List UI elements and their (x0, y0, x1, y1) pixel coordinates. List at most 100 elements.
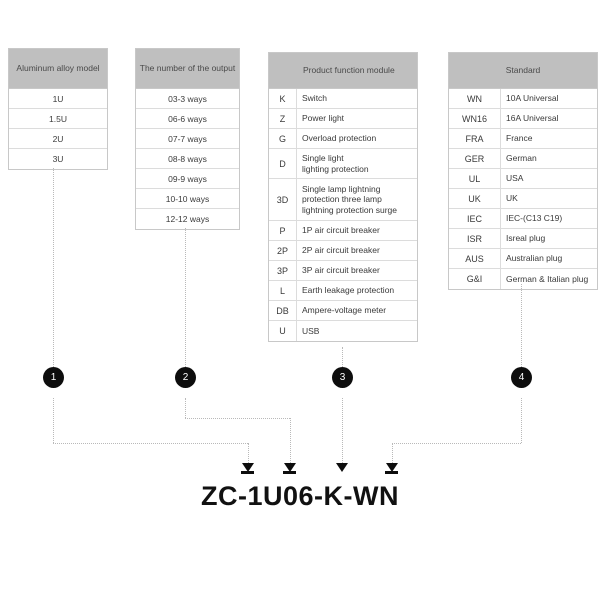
table-row[interactable]: 09-9 ways (136, 169, 239, 189)
cell-code: FRA (449, 129, 501, 148)
connector-1-drop (248, 443, 249, 463)
arrow-down-icon-4 (386, 463, 398, 472)
column-number-of-output: The number of the output 03-3 ways 06-6 … (135, 48, 240, 230)
cell-description: 10A Universal (506, 93, 559, 104)
step-marker-3[interactable]: 3 (332, 367, 353, 388)
cell-value: 07-7 ways (168, 133, 207, 144)
cell-description: German & Italian plug (506, 273, 589, 284)
cell-code: AUS (449, 249, 501, 268)
table-row[interactable]: 3D Single lamp lightning protection thre… (269, 179, 417, 221)
table-row[interactable]: 07-7 ways (136, 129, 239, 149)
cell-description: UK (506, 193, 518, 204)
connector-1-stem-upper (53, 168, 54, 377)
table-row[interactable]: U USB (269, 321, 417, 341)
cell-description: Ampere-voltage meter (302, 305, 387, 316)
cell-code: Z (269, 109, 297, 128)
cell-code: D (269, 149, 297, 178)
table-row[interactable]: G&I German & Italian plug (449, 269, 597, 289)
step-marker-label: 1 (50, 372, 57, 383)
cell-code: 3D (269, 179, 297, 220)
cell-description: Isreal plug (506, 233, 546, 244)
arrow-bar-4 (385, 471, 398, 474)
cell-description: USA (506, 173, 524, 184)
cell-description: Switch (302, 93, 328, 104)
step-marker-1[interactable]: 1 (43, 367, 64, 388)
table-row[interactable]: IEC IEC-(C13 C19) (449, 209, 597, 229)
table-row[interactable]: AUS Australian plug (449, 249, 597, 269)
table-row[interactable]: 2P 2P air circuit breaker (269, 241, 417, 261)
table-row[interactable]: WN 10A Universal (449, 89, 597, 109)
table-row[interactable]: D Single light lighting protection (269, 149, 417, 179)
table-row[interactable]: L Earth leakage protection (269, 281, 417, 301)
column-header-standard: Standard (449, 53, 597, 89)
cell-code: U (269, 321, 297, 341)
arrow-down-icon-2 (284, 463, 296, 472)
table-row[interactable]: FRA France (449, 129, 597, 149)
cell-code: G (269, 129, 297, 148)
cell-code: 3P (269, 261, 297, 280)
cell-description: Single lamp lightning protection three l… (302, 183, 397, 215)
column-header-aluminum-alloy-model: Aluminum alloy model (9, 49, 107, 89)
table-row[interactable]: K Switch (269, 89, 417, 109)
table-row[interactable]: P 1P air circuit breaker (269, 221, 417, 241)
table-row[interactable]: GER German (449, 149, 597, 169)
connector-3-stem-upper (342, 347, 343, 377)
connector-2-drop (290, 418, 291, 463)
cell-code: G&I (449, 269, 501, 289)
table-row[interactable]: G Overload protection (269, 129, 417, 149)
cell-value: 1.5U (49, 113, 67, 124)
table-row[interactable]: DB Ampere-voltage meter (269, 301, 417, 321)
result-product-code: ZC-1U06-K-WN (201, 481, 399, 511)
connector-4-drop (392, 443, 393, 463)
table-row[interactable]: 1U (9, 89, 107, 109)
cell-value: 08-8 ways (168, 153, 207, 164)
table-row[interactable]: 3P 3P air circuit breaker (269, 261, 417, 281)
table-row[interactable]: 12-12 ways (136, 209, 239, 229)
cell-code: L (269, 281, 297, 300)
cell-description: Australian plug (506, 253, 563, 264)
table-row[interactable]: UL USA (449, 169, 597, 189)
connector-4-horizontal (392, 443, 521, 444)
column-standard: Standard WN 10A Universal WN16 16A Unive… (448, 52, 598, 290)
table-row[interactable]: Z Power light (269, 109, 417, 129)
cell-description: 1P air circuit breaker (302, 225, 380, 236)
connector-2-stem-upper (185, 228, 186, 377)
cell-description: France (506, 133, 533, 144)
cell-code: WN16 (449, 109, 501, 128)
cell-value: 12-12 ways (165, 214, 210, 224)
connector-3-stem-lower (342, 398, 343, 463)
cell-code: P (269, 221, 297, 240)
table-row[interactable]: 1.5U (9, 109, 107, 129)
table-row[interactable]: 08-8 ways (136, 149, 239, 169)
cell-code: ISR (449, 229, 501, 248)
column-product-function-module: Product function module K Switch Z Power… (268, 52, 418, 342)
step-marker-4[interactable]: 4 (511, 367, 532, 388)
table-row[interactable]: UK UK (449, 189, 597, 209)
column-aluminum-alloy-model: Aluminum alloy model 1U 1.5U 2U 3U (8, 48, 108, 170)
table-row[interactable]: 3U (9, 149, 107, 169)
table-row[interactable]: 03-3 ways (136, 89, 239, 109)
cell-value: 3U (52, 154, 64, 164)
connector-2-horizontal (185, 418, 290, 419)
step-marker-label: 4 (518, 372, 525, 383)
cell-code: UL (449, 169, 501, 188)
table-row[interactable]: 06-6 ways (136, 109, 239, 129)
cell-description: German (506, 153, 537, 164)
table-row[interactable]: ISR Isreal plug (449, 229, 597, 249)
cell-code: UK (449, 189, 501, 208)
cell-description: 2P air circuit breaker (302, 245, 380, 256)
step-marker-2[interactable]: 2 (175, 367, 196, 388)
cell-code: IEC (449, 209, 501, 228)
arrow-down-icon-1 (242, 463, 254, 472)
arrow-bar-1 (241, 471, 254, 474)
table-row[interactable]: 10-10 ways (136, 189, 239, 209)
column-header-product-function-module: Product function module (269, 53, 417, 89)
step-marker-label: 2 (182, 372, 189, 383)
table-row[interactable]: 2U (9, 129, 107, 149)
cell-code: K (269, 89, 297, 108)
cell-description: USB (302, 325, 320, 336)
connector-1-stem-lower (53, 398, 54, 443)
cell-value: 09-9 ways (168, 173, 207, 184)
table-row[interactable]: WN16 16A Universal (449, 109, 597, 129)
